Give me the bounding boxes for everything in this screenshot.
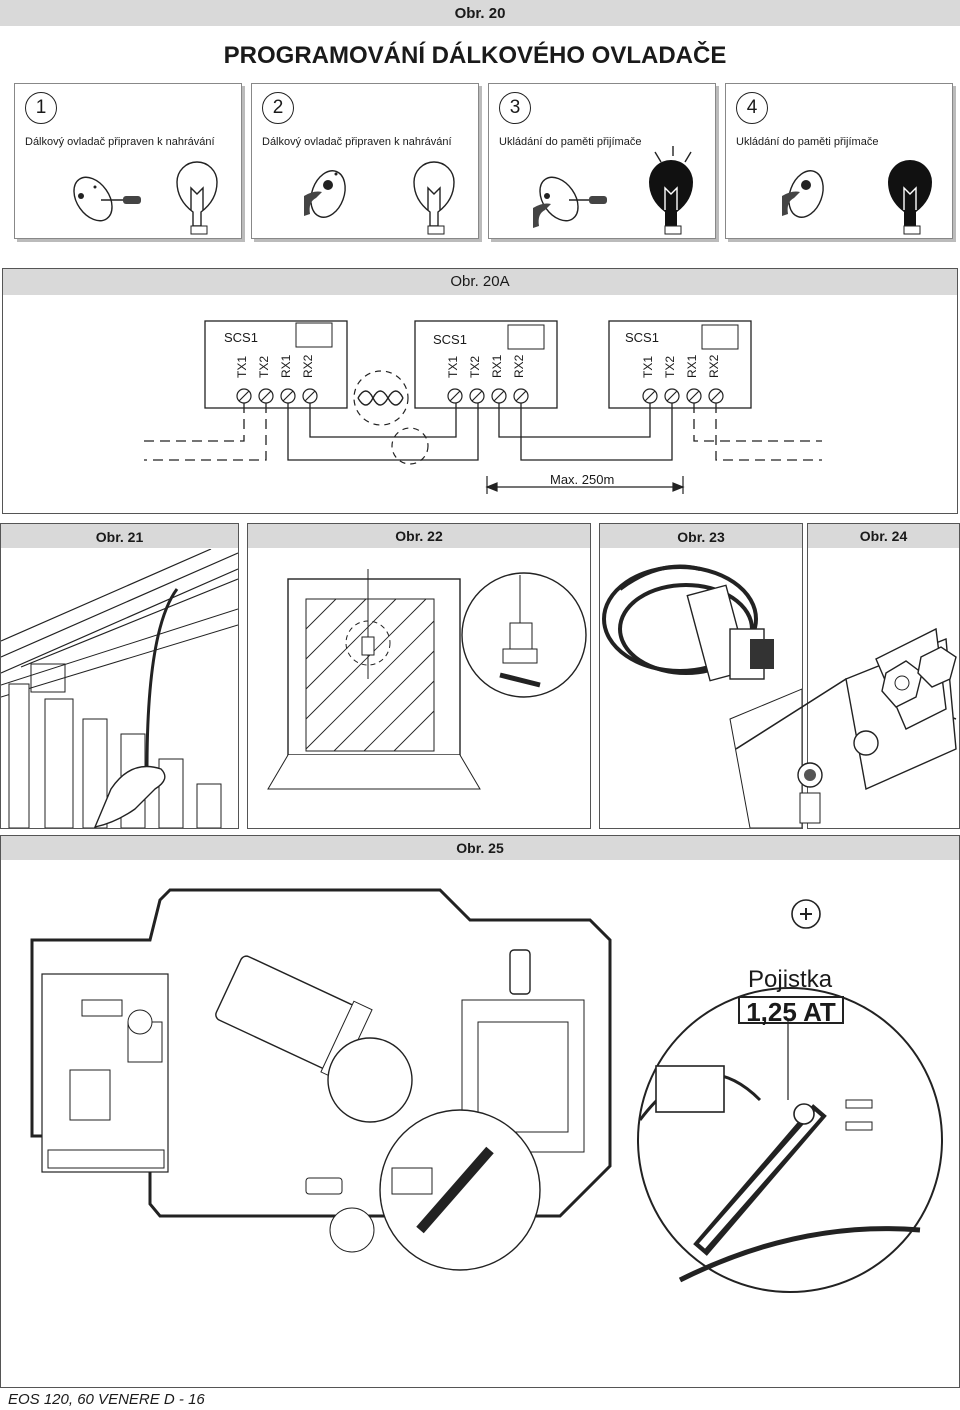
fig21-panel xyxy=(0,523,239,829)
module-display xyxy=(507,324,545,350)
fuse-rating: 1,25 AT xyxy=(738,996,844,1026)
fig21-pull-release-illustration xyxy=(1,549,238,828)
fig20a-label: Obr. 20A xyxy=(3,269,957,295)
distance-dimension xyxy=(485,476,685,494)
module-2-name: SCS1 xyxy=(433,332,467,347)
module-1-name: SCS1 xyxy=(224,330,258,345)
fig20a-panel xyxy=(2,268,958,514)
step-caption: Ukládání do paměti přijímače xyxy=(499,136,642,148)
fig22-panel xyxy=(247,523,591,829)
terminal-label: TX2 xyxy=(663,355,677,378)
finger-press-icon xyxy=(533,203,551,228)
step-2: 2 Dálkový ovladač připraven k nahrávání xyxy=(251,83,479,239)
terminal-label: RX1 xyxy=(490,354,504,378)
terminal-label: TX1 xyxy=(235,355,249,378)
fig22-label: Obr. 22 xyxy=(248,524,590,548)
fig25-label: Obr. 25 xyxy=(1,836,959,860)
terminal-screws xyxy=(236,388,724,404)
extension-wires xyxy=(144,403,822,461)
terminal-label: RX1 xyxy=(685,354,699,378)
step-illustration xyxy=(73,161,218,235)
module-3-name: SCS1 xyxy=(625,330,659,345)
step-4: 4 Ukládání do paměti přijímače xyxy=(725,83,953,239)
lamp-flashing-icon xyxy=(649,146,693,235)
step-number: 1 xyxy=(25,92,57,124)
step-illustration xyxy=(782,160,932,235)
fig20-label: Obr. 20 xyxy=(0,0,960,26)
finger-press-icon xyxy=(782,191,800,216)
terminal-label: RX1 xyxy=(279,354,293,378)
step-number: 4 xyxy=(736,92,768,124)
step-illustration xyxy=(533,146,693,235)
lamp-off-icon xyxy=(176,161,218,235)
fig23-key-release-illustration xyxy=(602,564,802,828)
module-display xyxy=(701,324,739,350)
terminal-label: RX2 xyxy=(512,354,526,378)
terminal-label: TX2 xyxy=(468,355,482,378)
step-caption: Ukládání do paměti přijímače xyxy=(736,136,879,148)
step-number: 3 xyxy=(499,92,531,124)
remote-icon xyxy=(73,176,113,222)
twisted-pair-detail xyxy=(353,370,429,465)
terminal-label: TX2 xyxy=(257,355,271,378)
screwdriver-icon xyxy=(569,196,607,204)
fuse-title: Pojistka xyxy=(748,966,833,993)
step-caption: Dálkový ovladač připraven k nahrávání xyxy=(25,136,215,148)
page-footer: EOS 120, 60 VENERE D - 16 xyxy=(8,1391,205,1408)
terminal-label: RX2 xyxy=(707,354,721,378)
step-1: 1 Dálkový ovladač připraven k nahrávání xyxy=(14,83,242,239)
wiring-diagram xyxy=(144,320,822,494)
terminal-label: TX1 xyxy=(641,355,655,378)
fig21-label: Obr. 21 xyxy=(1,524,238,548)
step-number: 2 xyxy=(262,92,294,124)
distance-label: Max. 250m xyxy=(550,472,615,487)
fig23-panel xyxy=(599,523,803,829)
remote-icon xyxy=(539,176,579,222)
lamp-off-icon xyxy=(413,161,455,235)
hand-icon xyxy=(93,765,166,828)
remote-icon xyxy=(310,170,346,218)
fig22-door-illustration xyxy=(267,569,587,790)
fig24-label: Obr. 24 xyxy=(808,524,959,548)
fig23-label: Obr. 23 xyxy=(600,524,802,548)
step-3: 3 Ukládání do paměti přijímače xyxy=(488,83,716,239)
remote-icon xyxy=(788,170,824,218)
module-display xyxy=(295,322,333,348)
terminal-label: TX1 xyxy=(446,355,460,378)
fig20-title: PROGRAMOVÁNÍ DÁLKOVÉHO OVLADAČE xyxy=(223,42,727,69)
bus-wires xyxy=(287,403,673,461)
step-illustration xyxy=(304,161,455,235)
step-caption: Dálkový ovladač připraven k nahrávání xyxy=(262,136,452,148)
fig24-bracket-illustration xyxy=(736,627,957,824)
finger-press-icon xyxy=(304,191,322,216)
terminal-label: RX2 xyxy=(301,354,315,378)
fig25-control-unit-illustration xyxy=(30,888,943,1293)
screwdriver-icon xyxy=(101,196,141,204)
lamp-on-icon xyxy=(888,160,932,235)
